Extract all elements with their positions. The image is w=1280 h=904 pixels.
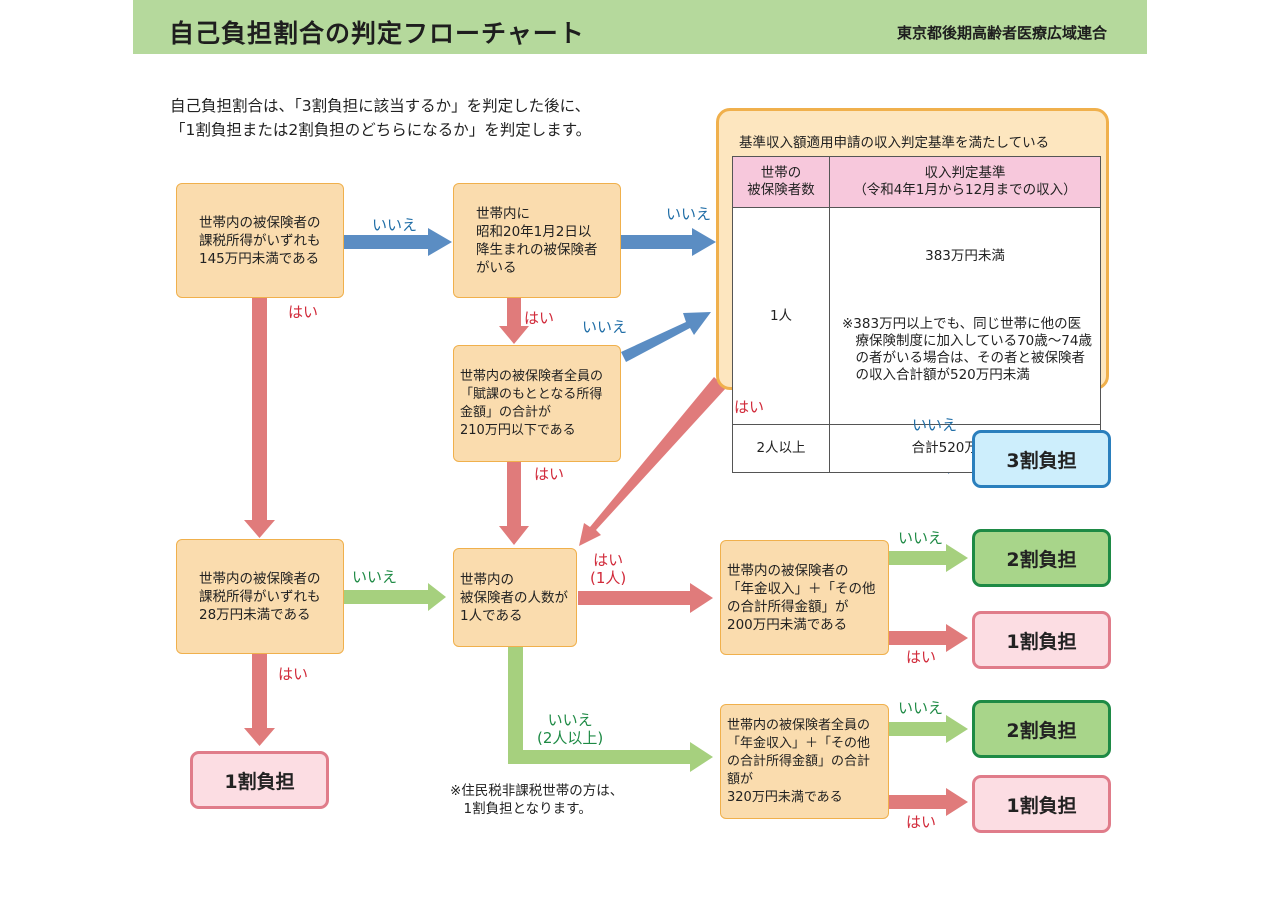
result-1wari-a: 1割負担 <box>972 611 1111 669</box>
criteria-row2-count: 2人以上 <box>732 424 830 473</box>
label-no-q7: いいえ <box>898 699 944 717</box>
result-2wari-a: 2割負担 <box>972 529 1111 587</box>
q2-born-after-s20: 世帯内に 昭和20年1月2日以 降生まれの被保険者 がいる <box>453 183 621 298</box>
label-yes-q1: はい <box>288 303 319 321</box>
criteria-table: 世帯の 被保険者数 収入判定基準 （令和4年1月から12月までの収入） 1人 3… <box>732 156 1101 473</box>
table-row: 1人 383万円未満 ※383万円以上でも、同じ世帯に他の医 療保険制度に加入し… <box>732 207 1101 425</box>
arrow-q3-to-criteria <box>621 312 711 362</box>
arrow-q7-to-r2b <box>889 715 968 743</box>
label-yes-one-q5: はい (1人) <box>590 551 627 587</box>
arrow-q1-to-q2 <box>344 228 452 256</box>
label-yes-q4: はい <box>278 665 309 683</box>
label-yes-q6: はい <box>906 648 937 666</box>
q4-income-under-28: 世帯内の被保険者の 課税所得がいずれも 28万円未満である <box>176 539 344 654</box>
criteria-col2-header: 収入判定基準 （令和4年1月から12月までの収入） <box>829 156 1101 208</box>
arrow-criteria-to-q5 <box>579 377 726 546</box>
criteria-row1-count: 1人 <box>732 207 830 425</box>
result-3wari: 3割負担 <box>972 430 1111 488</box>
header-bar: 自己負担割合の判定フローチャート 東京都後期高齢者医療広域連合 <box>133 0 1147 54</box>
income-criteria-box: 基準収入額適用申請の収入判定基準を満たしている 世帯の 被保険者数 収入判定基準… <box>716 108 1109 473</box>
criteria-row1-note: ※383万円以上でも、同じ世帯に他の医 療保険制度に加入している70歳～74歳 … <box>842 316 1092 383</box>
q6-pension-under-200: 世帯内の被保険者の 「年金収入」＋「その他 の合計所得金額」が 200万円未満で… <box>720 540 889 655</box>
q7-pension-total-320: 世帯内の被保険者全員の 「年金収入」＋「その他 の合計所得金額」の合計 額が 3… <box>720 704 889 819</box>
criteria-title: 基準収入額適用申請の収入判定基準を満たしている <box>739 135 1050 151</box>
label-yes-q3: はい <box>534 465 565 483</box>
label-no-two-q5: いいえ (2人以上) <box>537 711 604 747</box>
label-no-q2: いいえ <box>666 205 712 223</box>
arrow-q4-to-q5 <box>344 583 446 611</box>
q3-income-total-210: 世帯内の被保険者全員の 「賦課のもととなる所得 金額」の合計が 210万円以下で… <box>453 345 621 462</box>
label-no-q1: いいえ <box>372 216 418 234</box>
arrow-q5-to-q7 <box>508 647 713 772</box>
label-yes-q7: はい <box>906 813 937 831</box>
intro-text: 自己負担割合は、「3割負担に該当するか」を判定した後に、 「1割負担または2割負… <box>170 97 592 139</box>
arrow-q7-to-r1b <box>889 788 968 816</box>
arrow-q2-to-criteria <box>621 228 716 256</box>
result-2wari-b: 2割負担 <box>972 700 1111 758</box>
arrow-q5-to-q6 <box>578 583 713 613</box>
arrow-q4-to-r1left <box>244 654 275 746</box>
criteria-row1-cell: 383万円未満 ※383万円以上でも、同じ世帯に他の医 療保険制度に加入している… <box>829 207 1101 425</box>
arrow-q6-to-r2a <box>889 544 968 572</box>
criteria-col1-header: 世帯の 被保険者数 <box>732 156 830 208</box>
page-title: 自己負担割合の判定フローチャート <box>169 19 585 48</box>
footnote: ※住民税非課税世帯の方は、 1割負担となります。 <box>450 783 624 817</box>
arrow-q6-to-r1a <box>889 624 968 652</box>
result-1wari-left: 1割負担 <box>190 751 329 809</box>
arrow-q3-to-q5 <box>499 462 529 545</box>
organization-name: 東京都後期高齢者医療広域連合 <box>896 24 1107 42</box>
label-yes-q2: はい <box>524 309 555 327</box>
arrow-q2-to-q3 <box>499 298 529 344</box>
arrow-q1-to-q4 <box>244 298 275 538</box>
q1-income-under-145: 世帯内の被保険者の 課税所得がいずれも 145万円未満である <box>176 183 344 298</box>
criteria-row1-amount: 383万円未満 <box>925 248 1005 264</box>
result-1wari-b: 1割負担 <box>972 775 1111 833</box>
label-yes-criteria: はい <box>734 398 765 416</box>
label-no-q3: いいえ <box>582 318 628 336</box>
label-no-q4: いいえ <box>352 568 398 586</box>
label-no-criteria: いいえ <box>912 416 958 434</box>
label-no-q6: いいえ <box>898 529 944 547</box>
q5-single-insured: 世帯内の 被保険者の人数が 1人である <box>453 548 577 647</box>
